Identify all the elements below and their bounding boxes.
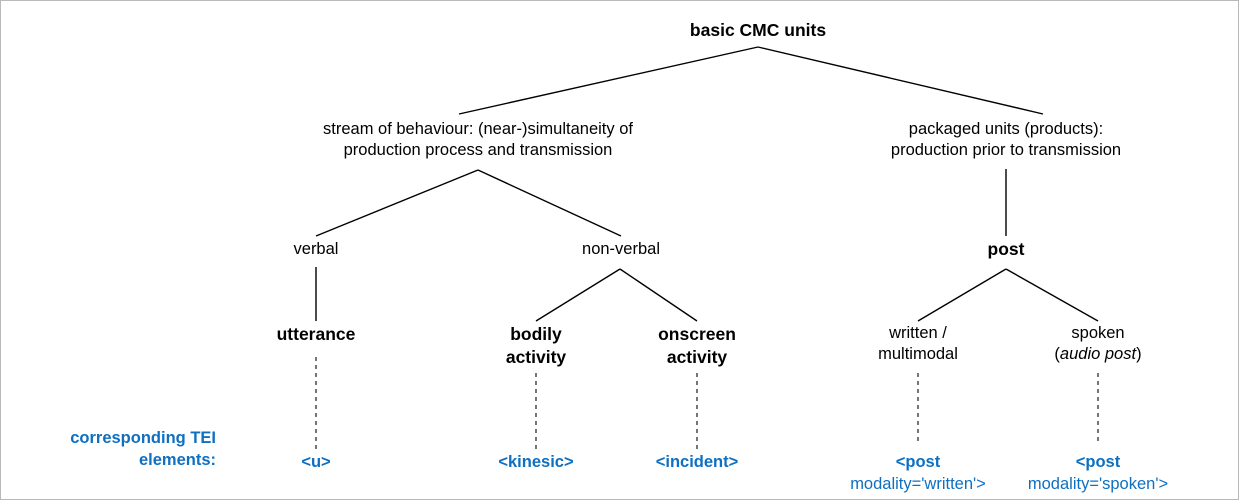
node-stream-of-behaviour: stream of behaviour: (near-)simultaneity…: [278, 119, 678, 162]
tei-element-incident: <incident>: [617, 452, 777, 474]
node-root: basic CMC units: [658, 19, 858, 42]
tei-kinesic-label: <kinesic>: [498, 453, 574, 471]
node-spoken-paren-open: (: [1054, 345, 1060, 364]
node-utterance-label: utterance: [276, 324, 356, 344]
tei-caption: corresponding TEI elements:: [26, 428, 216, 472]
edge-post-to-spoken: [1005, 268, 1099, 322]
node-spoken-audio-post: spoken (audio post): [1018, 323, 1178, 366]
node-post: post: [926, 238, 1086, 261]
node-written-multimodal: written / multimodal: [838, 323, 998, 366]
node-non-verbal: non-verbal: [541, 239, 701, 260]
tei-post-spoken-line2: modality='spoken'>: [1027, 474, 1169, 493]
node-packaged-units: packaged units (products): production pr…: [863, 119, 1149, 162]
node-stream-line1: stream of behaviour: (near-)simultaneity…: [323, 120, 633, 138]
tei-post-spoken-line1: <post: [1075, 453, 1121, 471]
tei-element-kinesic: <kinesic>: [456, 452, 616, 474]
tei-u-label: <u>: [301, 453, 331, 471]
node-post-label: post: [987, 239, 1025, 259]
edge-nonverbal-to-onscreen: [619, 268, 698, 322]
node-spoken-audio-post-italic: audio post: [1059, 345, 1137, 364]
node-non-verbal-label: non-verbal: [582, 240, 660, 258]
node-verbal-label: verbal: [293, 240, 339, 258]
node-stream-line2: production process and transmission: [343, 141, 613, 160]
tei-caption-line2: elements:: [138, 450, 216, 469]
tei-element-post-spoken: <post modality='spoken'>: [1008, 452, 1188, 496]
node-bodily-line1: bodily: [510, 324, 562, 344]
node-written-line2: multimodal: [878, 345, 958, 364]
tei-post-written-line1: <post: [895, 453, 941, 471]
node-spoken-line1: spoken: [1071, 324, 1125, 342]
node-onscreen-line2: activity: [666, 346, 728, 367]
node-spoken-paren-close: ): [1136, 345, 1142, 364]
node-onscreen-line1: onscreen: [658, 324, 736, 344]
edge-root-to-stream: [458, 46, 759, 115]
tei-post-written-line2: modality='written'>: [850, 474, 986, 493]
tei-caption-line1: corresponding TEI: [70, 429, 216, 447]
edge-nonverbal-to-bodily: [535, 268, 621, 322]
edge-stream-to-verbal: [315, 169, 479, 237]
node-bodily-line2: activity: [505, 346, 567, 367]
node-onscreen-activity: onscreen activity: [612, 323, 782, 369]
edge-post-to-written: [917, 268, 1007, 322]
edge-stream-to-nonverbal: [477, 169, 622, 237]
tei-element-post-written: <post modality='written'>: [828, 452, 1008, 496]
node-utterance: utterance: [216, 323, 416, 346]
node-packaged-line1: packaged units (products):: [908, 120, 1104, 138]
node-spoken-line2: (audio post): [1018, 344, 1178, 365]
node-packaged-line2: production prior to transmission: [890, 141, 1122, 160]
node-written-line1: written /: [889, 324, 947, 342]
edge-root-to-packaged: [757, 46, 1044, 115]
node-verbal: verbal: [236, 239, 396, 260]
node-root-label: basic CMC units: [689, 20, 827, 40]
node-bodily-activity: bodily activity: [456, 323, 616, 369]
tei-incident-label: <incident>: [655, 453, 739, 471]
tei-element-u: <u>: [246, 452, 386, 474]
